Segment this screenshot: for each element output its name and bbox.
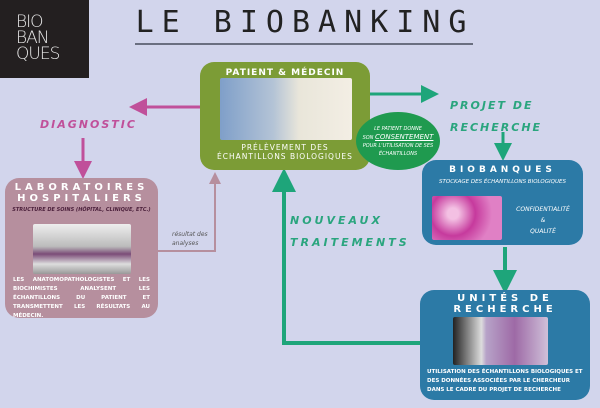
lab-subtitle: Structure de soins (hôpital, clinique, e… [12,207,151,213]
sample-tubes-photo [432,196,502,240]
projet-line: PROJET DE [450,99,534,112]
laboratoires-box: LABORATOIRES HOSPITALIERS Structure de s… [5,178,158,319]
projet-recherche-label: PROJET DE RECHERCHE [450,95,542,139]
title-underline [135,43,473,45]
nouveaux-line: TRAITEMENTS [290,236,410,249]
biobanques-subtitle: Stockage des échantillons biologiques [439,179,566,185]
unites-recherche-box: UNITÉS DE RECHERCHE Utilisation des écha… [420,290,590,400]
resultat-line: analyses [172,240,199,247]
confidentialite: Confidentialité [516,206,570,213]
unites-title: RECHERCHE [453,304,557,315]
biobanques-title: BIOBANQUES [449,165,556,175]
arrow-new-treatments [272,168,420,345]
lab-machine-photo [33,224,131,274]
unites-description: Utilisation des échantillons biologiques… [427,369,583,393]
consent-text: LE PATIENT DONNE [374,126,422,132]
patient-doctor-photo [220,78,352,140]
lab-title: LABORATOIRES [14,182,149,193]
lab-description: Les anatomopathologistes et les biochimi… [13,277,150,319]
lab-title: HOSPITALIERS [17,193,146,204]
logo-line: QUES [16,44,60,64]
microplate-photo [453,317,548,365]
consent-bubble: LE PATIENT DONNE SON CONSENTEMENT POUR L… [356,112,440,170]
patient-title: PATIENT & MÉDECIN [225,68,345,78]
projet-line: RECHERCHE [450,121,543,134]
nouveaux-line: NOUVEAUX [290,214,383,227]
caption: PRÉLÈVEMENT DES [241,143,329,152]
diagnostic-label: DIAGNOSTIC [40,118,137,131]
biobanques-box: BIOBANQUES Stockage des échantillons bio… [422,160,583,245]
logo-line: BIO [16,12,44,32]
logo-line: BAN [16,28,49,48]
caption: ÉCHANTILLONS BIOLOGIQUES [217,152,353,161]
resultat-line: résultat des [172,231,208,238]
biobanques-logo: BIO BAN QUES [0,0,89,78]
qualite: Qualité [530,228,556,235]
quality-labels: Confidentialité & Qualité [508,204,578,237]
consent-keyword: CONSENTEMENT [375,133,434,141]
arrow-results [158,172,221,252]
nouveaux-traitements-label: NOUVEAUX TRAITEMENTS [290,210,410,254]
consent-text: ÉCHANTILLONS [378,151,418,157]
resultat-label: résultat des analyses [172,230,208,248]
consent-text: POUR L'UTILISATION DE SES [362,143,434,149]
page-title: LE BIOBANKING [135,5,475,40]
unites-title: UNITÉS DE [457,293,553,304]
ampersand: & [540,217,546,224]
patient-medecin-box: PATIENT & MÉDECIN PRÉLÈVEMENT DES ÉCHANT… [200,62,370,170]
consent-text: SON [362,135,376,141]
